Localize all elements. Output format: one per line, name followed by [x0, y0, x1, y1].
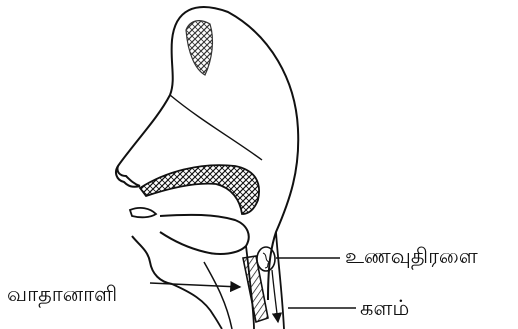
bolus-squiggle	[263, 253, 269, 268]
oesophagus-path	[272, 270, 278, 322]
nose-tip	[117, 166, 140, 186]
upper-lip	[130, 208, 156, 217]
neck-front	[172, 284, 222, 329]
label-trachea: வாதானாளி	[7, 284, 117, 305]
trachea-tube	[243, 256, 268, 322]
skull-shading	[186, 21, 212, 75]
trachea-front-wall	[204, 262, 232, 329]
trachea-leader-line	[150, 283, 240, 287]
palate	[140, 165, 259, 214]
label-oesophagus: களம்	[360, 298, 409, 319]
tongue	[160, 215, 249, 254]
nasal-passage	[170, 95, 262, 160]
label-food-bolus: உணவுதிரளை	[345, 246, 478, 267]
chin	[132, 236, 172, 284]
